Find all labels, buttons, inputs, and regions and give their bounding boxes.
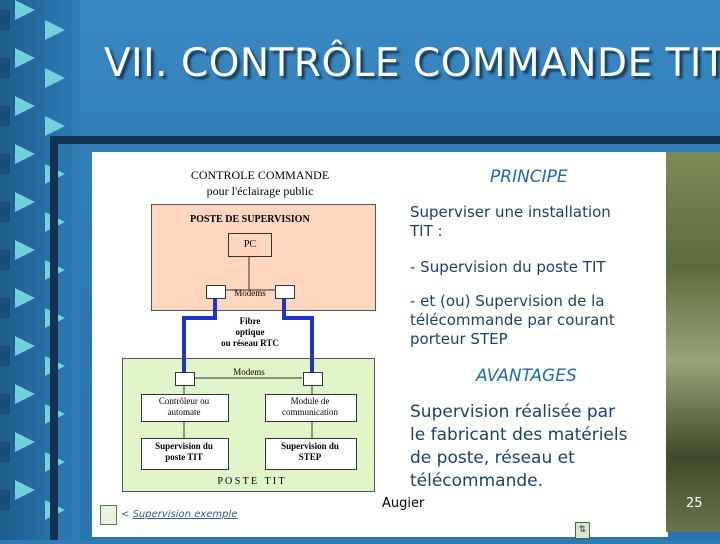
principe-item1: - Supervision du poste TIT bbox=[410, 258, 606, 277]
principe-heading: PRINCIPE bbox=[490, 167, 568, 187]
principe-line1: Superviser une installation bbox=[410, 203, 611, 222]
sup-step-line1: Supervision du bbox=[265, 441, 355, 452]
modem-bottom-left bbox=[175, 372, 195, 386]
principe-item2-line3: porteur STEP bbox=[410, 330, 615, 349]
link-line3: ou réseau RTC bbox=[210, 338, 290, 349]
avantages-line4: télécommande. bbox=[410, 470, 627, 493]
modem-top-left bbox=[206, 285, 226, 299]
sup-tit-label: Supervision du poste TIT bbox=[141, 441, 227, 463]
principe-item2-line1: - et (ou) Supervision de la bbox=[410, 292, 615, 311]
link-arrow: < bbox=[121, 509, 129, 520]
comm-line1: Module de bbox=[265, 396, 355, 407]
network-link-label: Fibre optique ou réseau RTC bbox=[210, 316, 290, 349]
link-line1: Fibre bbox=[210, 316, 290, 327]
principe-item2: - et (ou) Supervision de la télécommande… bbox=[410, 292, 615, 349]
author-label: Augier bbox=[382, 496, 424, 511]
sup-step-label: Supervision du STEP bbox=[265, 441, 355, 463]
avantages-line1: Supervision réalisée par bbox=[410, 401, 627, 424]
page-number: 25 bbox=[686, 496, 703, 511]
link-text[interactable]: Supervision exemple bbox=[133, 509, 238, 520]
principe-item2-line2: télécommande par courant bbox=[410, 311, 615, 330]
link-line2: optique bbox=[210, 327, 290, 338]
sup-tit-line1: Supervision du bbox=[141, 441, 227, 452]
modems-bottom-label: Modems bbox=[222, 367, 276, 378]
avantages-text: Supervision réalisée par le fabricant de… bbox=[410, 401, 627, 493]
modem-bottom-right bbox=[303, 372, 323, 386]
poste-tit-label: P O S T E T I T bbox=[196, 476, 306, 487]
comm-line2: communication bbox=[265, 407, 355, 418]
principe-line2: TIT : bbox=[410, 222, 611, 241]
sup-step-line2: STEP bbox=[265, 452, 355, 463]
avantages-line2: le fabricant des matériels bbox=[410, 424, 627, 447]
modems-top-label: Modems bbox=[226, 288, 274, 299]
document-icon[interactable] bbox=[100, 505, 117, 525]
controller-line2: automate bbox=[141, 407, 227, 418]
supervision-example-link[interactable]: < Supervision exemple bbox=[121, 509, 237, 520]
controller-label: Contrôleur ou automate bbox=[141, 396, 227, 418]
principe-intro: Superviser une installation TIT : bbox=[410, 203, 611, 241]
avantages-line3: de poste, réseau et bbox=[410, 447, 627, 470]
controller-line1: Contrôleur ou bbox=[141, 396, 227, 407]
sup-tit-line2: poste TIT bbox=[141, 452, 227, 463]
avantages-heading: AVANTAGES bbox=[476, 366, 577, 386]
navigation-icon[interactable]: ⇅ bbox=[575, 522, 590, 539]
modem-top-right bbox=[275, 285, 295, 299]
comm-module-label: Module de communication bbox=[265, 396, 355, 418]
